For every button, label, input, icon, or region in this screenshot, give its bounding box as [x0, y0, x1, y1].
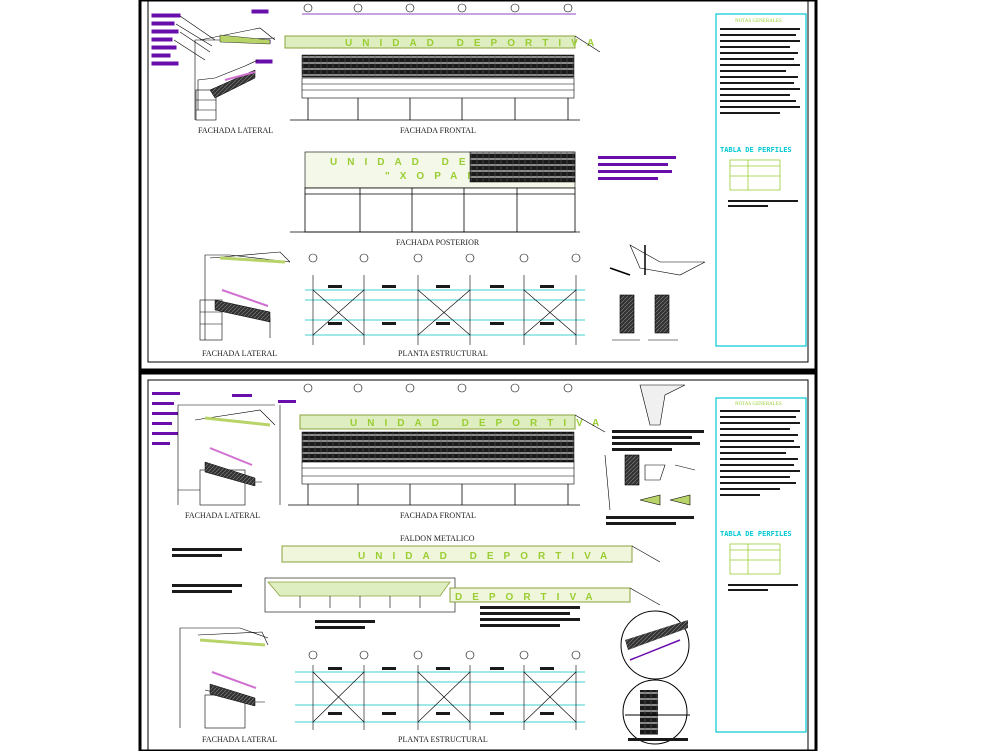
sheet2-faldon-metalico: FALDON METALICO UNIDAD DEPORTIVA DEPORTI… — [172, 534, 661, 629]
caption-fachada-posterior: FACHADA POSTERIOR — [396, 238, 480, 247]
sheet-1: FACHADA LATERAL UNIDAD DEPORTIVA — [138, 0, 818, 372]
caption-s2-fachada-lateral-2: FACHADA LATERAL — [202, 735, 277, 744]
sheet2-fachada-frontal: UNIDAD DEPORTIVA FACHADA FRONTAL — [288, 383, 609, 520]
sheet2-fachada-lateral-1: FACHADA LATERAL — [152, 392, 296, 520]
caption-s2-fachada-frontal: FACHADA FRONTAL — [400, 511, 476, 520]
sheet2-details — [604, 384, 704, 745]
caption-fachada-frontal: FACHADA FRONTAL — [400, 126, 476, 135]
banner-front — [284, 35, 576, 49]
banner-rear-line1: UNIDAD DEPORT — [330, 157, 543, 168]
sheet1-fachada-posterior: UNIDAD DEPORT "XOPANTLA FACHADA POSTERIO… — [290, 151, 676, 247]
sheet1-details — [609, 244, 706, 341]
sheet-2-inner-frame — [147, 379, 809, 751]
sheet1-planta-estructural: PLANTA ESTRUCTURAL — [305, 253, 585, 358]
s2-banner-front-text: UNIDAD DEPORTIVA — [350, 418, 609, 429]
sheet2-planta-estructural: PLANTA ESTRUCTURAL — [295, 650, 585, 744]
s2-notes-title: NOTAS GENERALES — [735, 402, 782, 407]
banner-rear-line2: "XOPANTLA — [385, 171, 534, 182]
roof-truss — [301, 54, 575, 78]
sheet1-notes-panel: NOTAS GENERALES TABLA DE PERFILES — [715, 13, 807, 347]
faldon-banner-text: UNIDAD DEPORTIVA — [358, 551, 617, 562]
sheet-1-inner-frame — [147, 0, 809, 363]
sheet1-fachada-lateral-2: FACHADA LATERAL — [199, 251, 291, 358]
sheet-2-outer-frame — [138, 371, 818, 751]
caption-planta-estructural: PLANTA ESTRUCTURAL — [398, 349, 488, 358]
profiles-title: TABLA DE PERFILES — [720, 146, 792, 154]
sheet2-notes-panel: NOTAS GENERALES TABLA DE PERFILES — [715, 397, 807, 733]
s2-profiles-title: TABLA DE PERFILES — [720, 530, 792, 538]
sheet2-fachada-lateral-2: FACHADA LATERAL — [179, 627, 277, 744]
banner-front-text: UNIDAD DEPORTIVA — [345, 38, 604, 49]
caption-s2-planta-estructural: PLANTA ESTRUCTURAL — [398, 735, 488, 744]
sheet1-fachada-frontal: UNIDAD DEPORTIVA FACHADA FRONTAL — [284, 3, 604, 135]
caption-faldon: FALDON METALICO — [400, 534, 475, 543]
notes-title: NOTAS GENERALES — [735, 19, 782, 24]
sheet-2: FACHADA LATERAL UNIDAD DEPORTIVA FACHAD — [138, 371, 818, 751]
sheet1-fachada-lateral-1: FACHADA LATERAL — [151, 9, 276, 135]
faldon-banner2-text: DEPORTIVA — [455, 592, 603, 603]
caption-fachada-lateral: FACHADA LATERAL — [198, 126, 273, 135]
sheet-1-outer-frame — [138, 0, 818, 372]
caption-fachada-lateral-2: FACHADA LATERAL — [202, 349, 277, 358]
caption-s2-fachada-lateral: FACHADA LATERAL — [185, 511, 260, 520]
